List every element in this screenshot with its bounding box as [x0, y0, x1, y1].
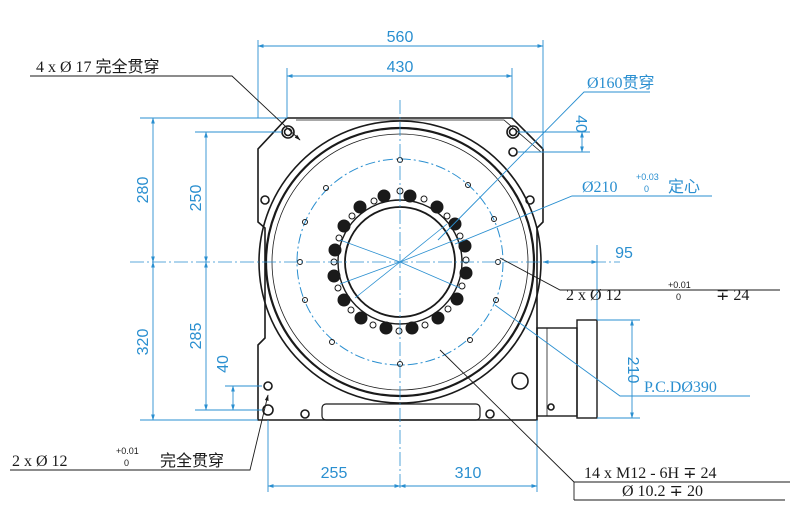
callout-bore-210-tol-upper: +0.03 [636, 172, 659, 182]
dim-280: 280 [135, 177, 152, 204]
callout-pin-12-tol-upper: +0.01 [668, 280, 691, 290]
dim-285: 285 [188, 323, 205, 350]
bolt-holes [297, 157, 501, 367]
dim-430: 430 [387, 59, 414, 76]
leader-lines [10, 75, 790, 501]
callout-bore-210: Ø210 [582, 179, 618, 196]
dim-40-left: 40 [215, 355, 232, 373]
callout-holes-12-bottom-tol-lower: 0 [124, 458, 129, 468]
callout-holes-12-bottom-suffix: 完全贯穿 [160, 452, 224, 470]
callout-bore-210-suffix: 定心 [668, 178, 700, 196]
dim-560: 560 [387, 29, 414, 46]
dim-320: 320 [135, 329, 152, 356]
callout-thread-line2: Ø 10.2 ∓ 20 [622, 483, 703, 500]
pcd-circle [296, 158, 504, 366]
callout-text: 4 x Ø 17 完全贯穿 Ø160贯穿 Ø210 +0.03 0 定心 2 x… [12, 58, 749, 500]
callout-holes-12-bottom: 2 x Ø 12 [12, 453, 68, 470]
callout-bore-160: Ø160贯穿 [587, 74, 655, 92]
callout-thread-line1: 14 x M12 - 6H ∓ 24 [584, 465, 717, 482]
callout-pin-12-tol-lower: 0 [676, 292, 681, 302]
radial-lines [339, 223, 461, 299]
dim-210-vertical: 210 [624, 357, 641, 384]
callout-bore-210-tol-lower: 0 [644, 184, 649, 194]
dim-250: 250 [188, 185, 205, 212]
callout-pin-12-suffix: ∓ 24 [716, 287, 749, 304]
callout-holes-17: 4 x Ø 17 完全贯穿 [36, 58, 160, 76]
callout-pcd-390: P.C.DØ390 [644, 379, 717, 396]
callout-holes-12-bottom-tol-upper: +0.01 [116, 446, 139, 456]
callout-pin-12: 2 x Ø 12 [566, 287, 622, 304]
dim-310: 310 [455, 465, 482, 482]
dimension-lines [140, 40, 750, 492]
dim-95: 95 [615, 245, 633, 262]
dim-255: 255 [321, 465, 348, 482]
dim-40-right: 40 [572, 115, 589, 133]
dimension-text: 560 430 255 310 95 210 280 320 250 285 4… [135, 29, 641, 482]
center-lines [130, 100, 620, 490]
